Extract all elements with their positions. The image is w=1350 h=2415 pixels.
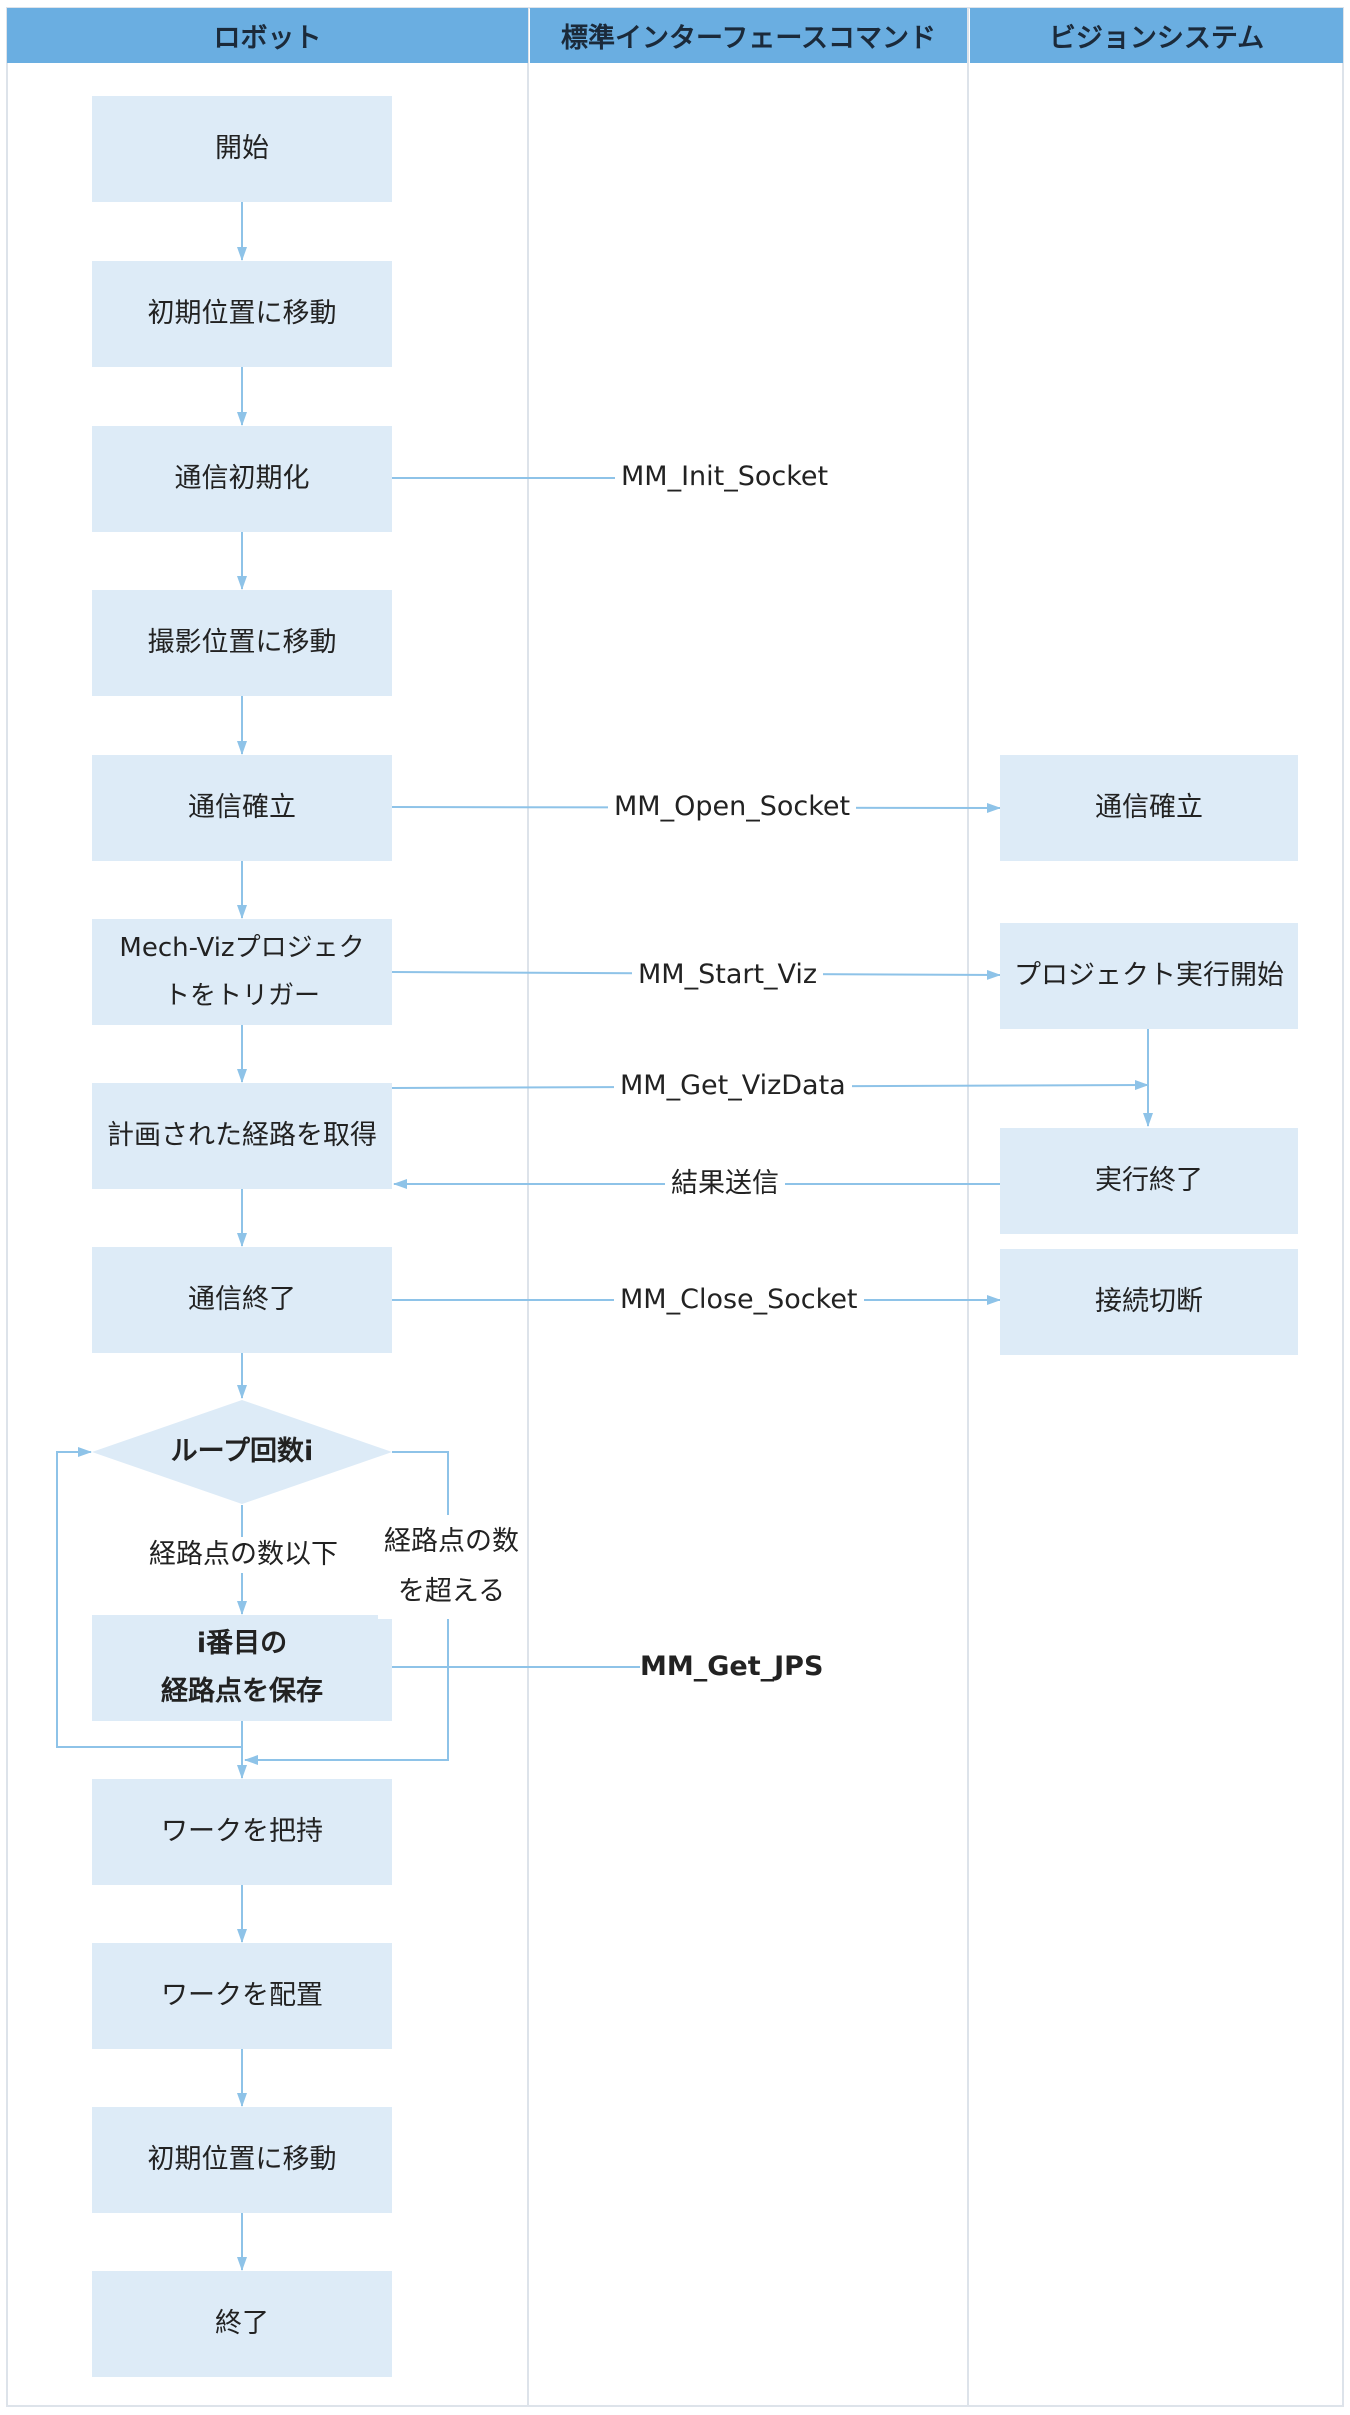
step-move-capture: 撮影位置に移動 xyxy=(92,590,392,696)
step-comm-establish: 通信確立 xyxy=(92,755,392,861)
loop-back-path xyxy=(56,1447,242,1748)
vision-exec-end: 実行終了 xyxy=(1000,1128,1298,1234)
cmd-result-send: 結果送信 xyxy=(665,1166,785,1202)
step-get-path: 計画された経路を取得 xyxy=(92,1083,392,1189)
step-move-init: 初期位置に移動 xyxy=(92,261,392,367)
step-save-point: i番目の 経路点を保存 xyxy=(92,1615,392,1721)
step-move-init-2: 初期位置に移動 xyxy=(92,2107,392,2213)
step-loop: ループ回数i xyxy=(170,1436,314,1467)
loop-label-within: 経路点の数以下 xyxy=(143,1537,344,1573)
step-comm-init: 通信初期化 xyxy=(92,426,392,532)
step-pick: ワークを把持 xyxy=(92,1779,392,1885)
lane-header-interface: 標準インターフェースコマンド xyxy=(530,8,967,63)
step-comm-end: 通信終了 xyxy=(92,1247,392,1353)
cmd-open-socket: MM_Open_Socket xyxy=(608,789,857,825)
vision-project-start: プロジェクト実行開始 xyxy=(1000,923,1298,1029)
vision-disconnect: 接続切断 xyxy=(1000,1249,1298,1355)
loop-diamond xyxy=(92,1400,392,1504)
cmd-start-viz: MM_Start_Viz xyxy=(632,957,824,993)
step-place: ワークを配置 xyxy=(92,1943,392,2049)
loop-label-exceed: 経路点の数 を超える xyxy=(378,1515,525,1619)
vision-comm-establish: 通信確立 xyxy=(1000,755,1298,861)
step-end: 終了 xyxy=(92,2271,392,2377)
cmd-close-socket: MM_Close_Socket xyxy=(614,1282,864,1318)
cmd-get-jps: MM_Get_JPS xyxy=(640,1651,824,1682)
step-trigger-viz: Mech-Vizプロジェクトをトリガー xyxy=(92,919,392,1025)
cmd-get-vizdata: MM_Get_VizData xyxy=(614,1068,852,1104)
step-start: 開始 xyxy=(92,96,392,202)
cmd-init-socket: MM_Init_Socket xyxy=(615,459,835,495)
lane-header-vision: ビジョンシステム xyxy=(970,8,1343,63)
lane-header-robot: ロボット xyxy=(7,8,528,63)
